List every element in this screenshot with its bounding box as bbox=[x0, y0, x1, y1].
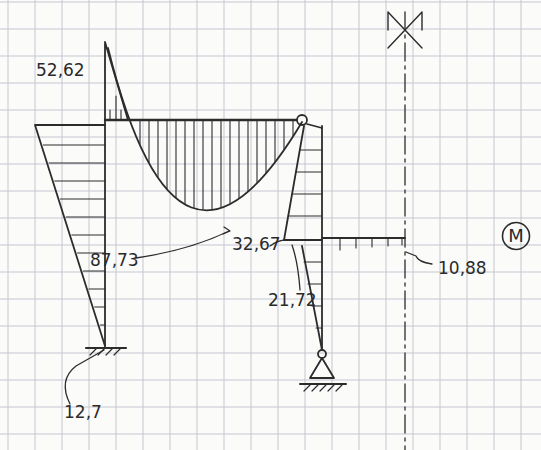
grid-line bbox=[0, 380, 541, 381]
right-beam bbox=[322, 237, 405, 239]
left-column bbox=[104, 120, 106, 346]
grid-line bbox=[0, 434, 541, 435]
moment-value: 87,73 bbox=[90, 252, 139, 269]
grid-line bbox=[0, 191, 541, 192]
hatch-line bbox=[184, 121, 185, 203]
grid-line bbox=[0, 110, 541, 111]
circle bbox=[503, 223, 530, 250]
ground-hatch bbox=[304, 385, 342, 391]
moment-value: 21,72 bbox=[268, 292, 317, 309]
grid-line bbox=[359, 0, 360, 450]
grid-line bbox=[170, 0, 171, 450]
grid-line bbox=[116, 0, 117, 450]
hatch-line bbox=[95, 306, 105, 307]
moment-hatch bbox=[340, 238, 402, 250]
hatch-line bbox=[247, 121, 248, 191]
moment-value: 52,62 bbox=[36, 62, 85, 79]
hatch-line bbox=[292, 121, 293, 136]
grid-line bbox=[0, 56, 541, 57]
hatch-line bbox=[60, 198, 105, 199]
hatch-line bbox=[256, 121, 257, 182]
grid-line bbox=[197, 0, 198, 450]
grid-line bbox=[332, 0, 333, 450]
grid-line bbox=[0, 29, 541, 30]
grid-line bbox=[521, 0, 522, 450]
ground-line bbox=[300, 383, 346, 385]
moment-value: 12,7 bbox=[64, 404, 102, 421]
pin-support bbox=[310, 358, 334, 378]
hatch-line bbox=[72, 234, 105, 235]
hatch-line bbox=[139, 121, 140, 144]
hatch-line bbox=[193, 121, 194, 207]
grid-line bbox=[0, 2, 541, 3]
grid-line bbox=[0, 326, 541, 327]
right-column-moment bbox=[284, 126, 322, 240]
hatch-line bbox=[100, 324, 105, 325]
hatch-line bbox=[274, 121, 275, 161]
hatch-line bbox=[175, 121, 176, 197]
moment-hatch bbox=[110, 96, 121, 120]
hatch-line bbox=[66, 216, 105, 217]
hatch-line bbox=[157, 121, 158, 177]
grid-line bbox=[494, 0, 495, 450]
moment-hatch bbox=[43, 145, 105, 325]
grid-line bbox=[251, 0, 252, 450]
grid-line bbox=[386, 0, 387, 450]
hatch-line bbox=[265, 121, 266, 172]
hatch-line bbox=[83, 270, 105, 271]
grid-line bbox=[143, 0, 144, 450]
hatch-line bbox=[49, 162, 105, 163]
grid-line bbox=[305, 0, 306, 450]
leader-line bbox=[406, 252, 432, 264]
hinge-link bbox=[307, 124, 322, 128]
grid-line bbox=[8, 0, 9, 450]
moment-hatch bbox=[140, 121, 293, 209]
moment-value: 32,67 bbox=[232, 236, 281, 253]
grid-line bbox=[0, 164, 541, 165]
beam-moment-parabola bbox=[108, 48, 302, 210]
grid-line bbox=[0, 83, 541, 84]
grid-line bbox=[0, 137, 541, 138]
grid-line bbox=[35, 0, 36, 450]
hatch-line bbox=[89, 288, 105, 289]
grid-line bbox=[278, 0, 279, 450]
hatch-line bbox=[202, 121, 203, 209]
circled-letter: M bbox=[501, 221, 531, 251]
hatch-line bbox=[238, 121, 239, 198]
leader-arrow bbox=[223, 227, 230, 234]
hatch-line bbox=[55, 180, 105, 181]
leader-line bbox=[136, 231, 229, 258]
hatch-line bbox=[229, 121, 230, 203]
symmetry-axis bbox=[404, 12, 405, 450]
grid-line bbox=[0, 218, 541, 219]
grid-line bbox=[89, 0, 90, 450]
hatch-line bbox=[166, 121, 167, 188]
left-column-moment bbox=[35, 125, 105, 346]
support-hatch bbox=[90, 349, 120, 355]
leader-line bbox=[65, 350, 104, 404]
grid-line bbox=[467, 0, 468, 450]
node-label: M bbox=[508, 227, 524, 245]
hatch-line bbox=[148, 121, 149, 162]
hatch-line bbox=[211, 121, 212, 209]
symmetry-symbol bbox=[388, 12, 422, 48]
grid-line bbox=[0, 353, 541, 354]
grid-line bbox=[413, 0, 414, 450]
leader-line bbox=[292, 245, 300, 290]
pin bbox=[318, 350, 326, 358]
grid-line bbox=[440, 0, 441, 450]
hatch-line bbox=[220, 121, 221, 207]
moment-value: 10,88 bbox=[438, 260, 487, 277]
grid-line bbox=[224, 0, 225, 450]
hatch-line bbox=[283, 121, 284, 149]
hatch-line bbox=[43, 144, 105, 145]
